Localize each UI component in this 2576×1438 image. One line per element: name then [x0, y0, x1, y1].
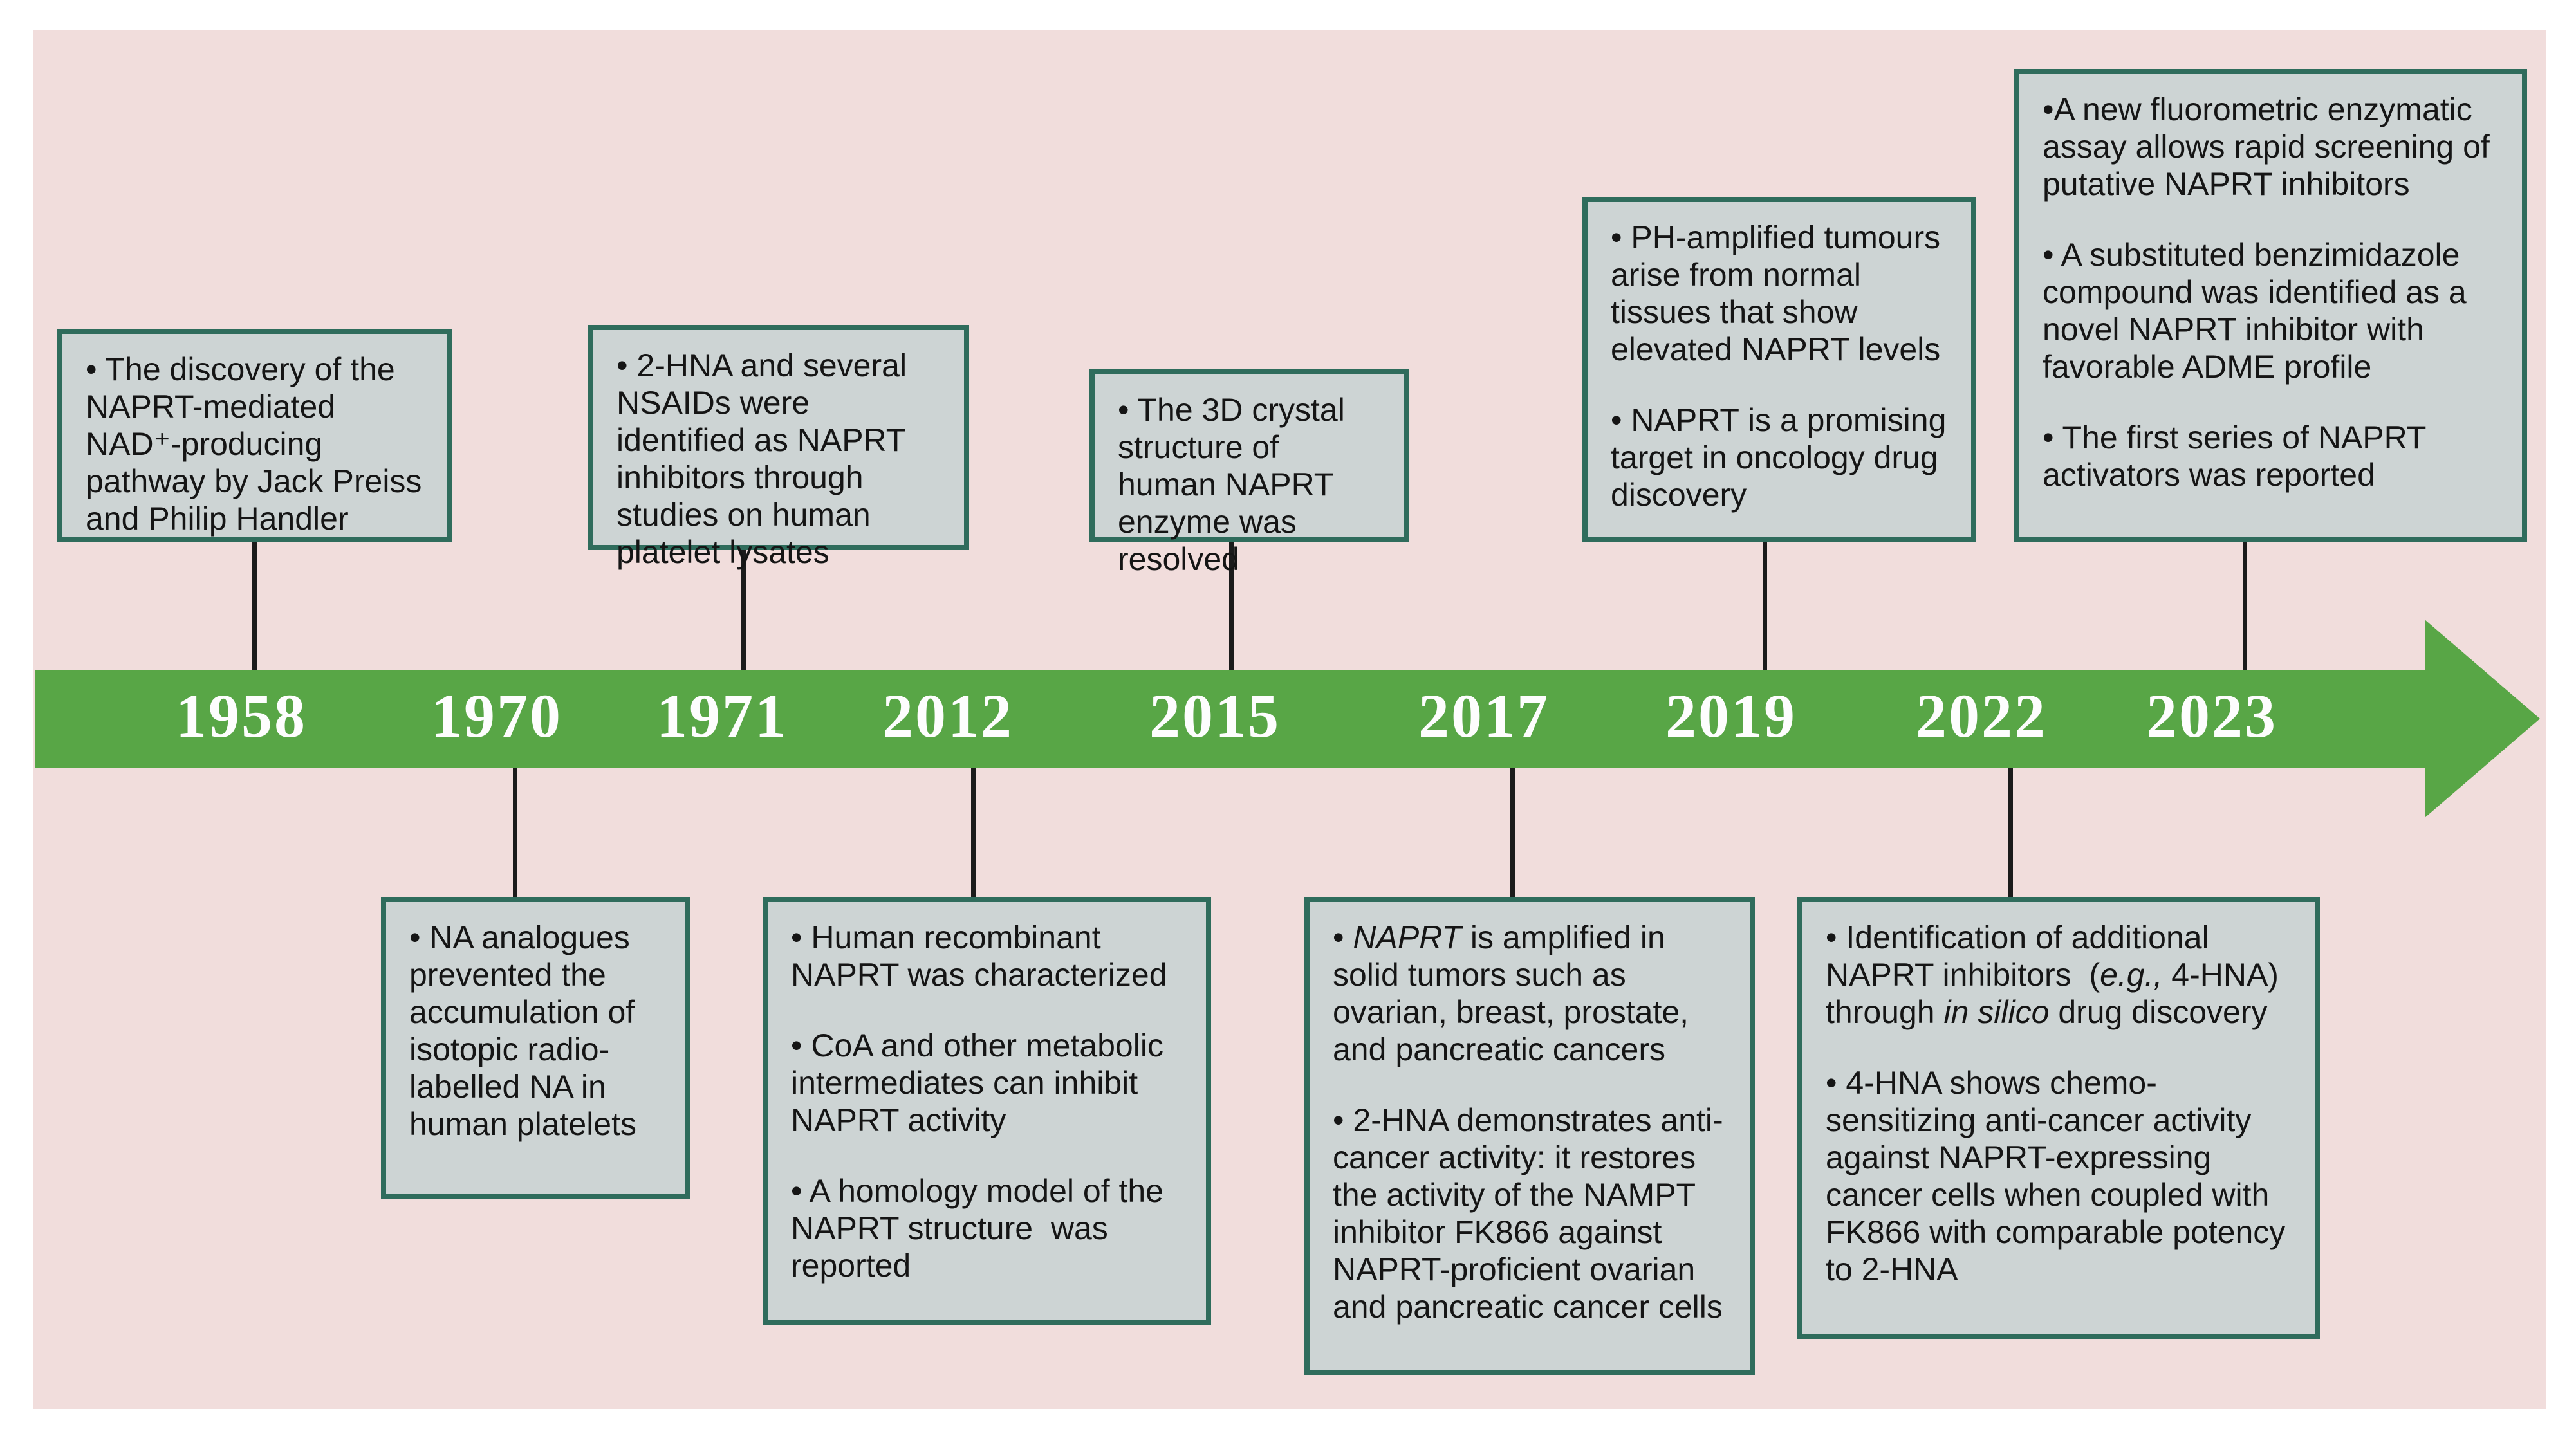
year-label-1958: 1958	[176, 681, 307, 751]
connector-1958	[252, 542, 257, 670]
event-box-2015: • The 3D crystal structure of human NAPR…	[1089, 369, 1409, 577]
connector-2012	[971, 768, 976, 897]
connector-2017	[1510, 768, 1515, 897]
event-box-1958: • The discovery of the NAPRT-mediated NA…	[57, 329, 452, 542]
event-box-2023-text: •A new fluorometric enzymatic assay allo…	[2043, 91, 2499, 493]
event-box-2017-text: • NAPRT is amplified in solid tumors suc…	[1333, 919, 1723, 1325]
event-box-2022-text: • Identification of additional NAPRT inh…	[1826, 919, 2295, 1287]
event-box-1971-text: • 2-HNA and several NSAIDs were identifi…	[616, 347, 916, 570]
year-label-1970: 1970	[431, 681, 562, 751]
event-box-2022: • Identification of additional NAPRT inh…	[1797, 897, 2320, 1339]
connector-2023	[2243, 542, 2247, 670]
event-box-1971: • 2-HNA and several NSAIDs were identifi…	[588, 325, 969, 570]
event-box-2012: • Human recombinant NAPRT was characteri…	[763, 897, 1211, 1325]
event-box-1958-text: • The discovery of the NAPRT-mediated NA…	[86, 351, 431, 537]
event-box-2019-text: • PH-amplified tumours arise from normal…	[1611, 219, 1956, 513]
event-box-2017: • NAPRT is amplified in solid tumors suc…	[1304, 897, 1755, 1375]
year-label-2023: 2023	[2146, 681, 2277, 751]
year-label-2022: 2022	[1916, 681, 2047, 751]
event-box-1970-text: • NA analogues prevented the accumulatio…	[409, 919, 644, 1142]
connector-2015	[1229, 542, 1234, 670]
timeline-arrow-band	[35, 670, 2425, 768]
connector-1971	[741, 550, 746, 670]
event-box-2019: • PH-amplified tumours arise from normal…	[1582, 197, 1976, 542]
event-box-1970: • NA analogues prevented the accumulatio…	[381, 897, 690, 1199]
timeline-arrow-head	[2425, 620, 2540, 818]
connector-1970	[513, 768, 517, 897]
year-label-2017: 2017	[1418, 681, 1550, 751]
event-box-2023: •A new fluorometric enzymatic assay allo…	[2014, 69, 2527, 542]
timeline-canvas: • The discovery of the NAPRT-mediated NA…	[33, 30, 2546, 1409]
event-box-2015-text: • The 3D crystal structure of human NAPR…	[1118, 392, 1354, 577]
year-label-2019: 2019	[1665, 681, 1797, 751]
connector-2019	[1763, 542, 1767, 670]
year-label-1971: 1971	[656, 681, 788, 751]
connector-2022	[2008, 768, 2013, 897]
year-label-2015: 2015	[1149, 681, 1281, 751]
year-label-2012: 2012	[882, 681, 1014, 751]
event-box-2012-text: • Human recombinant NAPRT was characteri…	[791, 919, 1172, 1284]
